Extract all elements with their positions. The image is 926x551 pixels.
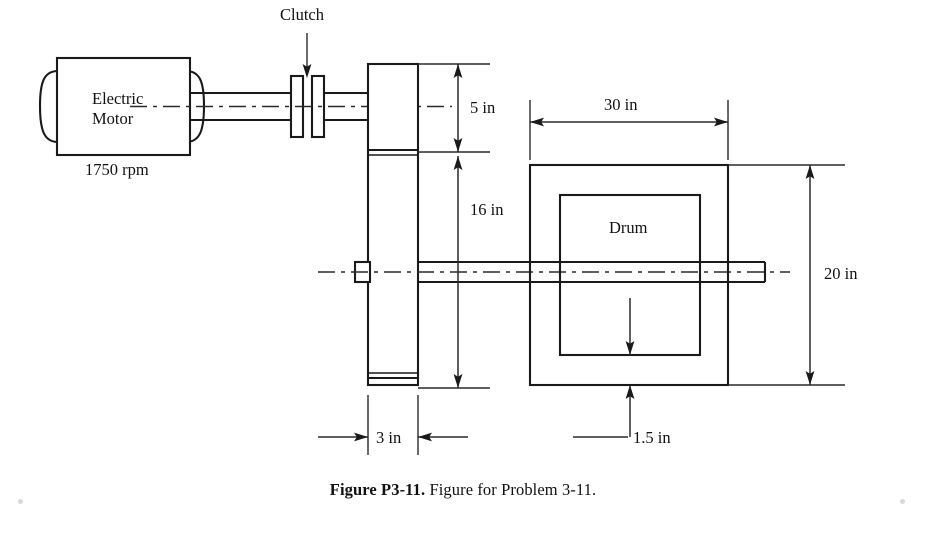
figure-caption: Figure P3-11. Figure for Problem 3-11.	[0, 480, 926, 500]
pulley-body	[366, 62, 420, 387]
drum-assembly: Drum	[528, 163, 730, 387]
figure-caption-label: Figure P3-11.	[329, 480, 426, 499]
drum-label: Drum	[609, 218, 648, 237]
dimension-1p5in: 1.5 in	[573, 298, 671, 447]
dimension-16in: 16 in	[418, 156, 503, 389]
arrow-1p5in-outer	[625, 385, 635, 399]
scan-speck	[900, 499, 905, 504]
arrow-20in-top	[805, 165, 815, 179]
clutch-leader-arrowhead	[302, 64, 312, 78]
dimension-30in: 30 in	[529, 95, 729, 160]
drum-shaft	[418, 260, 767, 284]
motor-label-line2: Motor	[92, 109, 134, 128]
pulley-assembly	[353, 62, 420, 387]
dimension-label-30in: 30 in	[604, 95, 637, 114]
clutch-label: Clutch	[280, 5, 325, 24]
clutch-assembly: Clutch	[280, 5, 326, 139]
arrow-5in-top	[453, 64, 463, 78]
arrow-1p5in-inner	[625, 341, 635, 355]
scan-speck	[18, 499, 23, 504]
motor-speed-label: 1750 rpm	[85, 160, 149, 179]
arrow-3in-left	[354, 432, 368, 442]
arrow-16in-bottom	[453, 374, 463, 388]
dimension-label-5in: 5 in	[470, 98, 495, 117]
motor-shaft	[190, 91, 370, 122]
arrow-5in-bottom	[453, 138, 463, 152]
dimension-label-3in: 3 in	[376, 428, 401, 447]
motor-left-endcap	[38, 69, 59, 144]
drum-outer-rect	[528, 163, 730, 387]
dimension-20in: 20 in	[728, 164, 857, 386]
arrow-20in-bottom	[805, 371, 815, 385]
dimension-5in: 5 in	[418, 63, 495, 153]
dimension-label-16in: 16 in	[470, 200, 503, 219]
arrow-30in-left	[530, 117, 544, 127]
dimension-3in: 3 in	[318, 395, 468, 455]
arrow-30in-right	[714, 117, 728, 127]
dimension-label-20in: 20 in	[824, 264, 857, 283]
figure-caption-text: Figure for Problem 3-11.	[429, 480, 597, 499]
arrow-3in-right	[418, 432, 432, 442]
electric-motor-assembly: Electric Motor 1750 rpm	[38, 56, 206, 179]
dimension-label-1p5in: 1.5 in	[633, 428, 671, 447]
arrow-16in-top	[453, 156, 463, 170]
motor-label-line1: Electric	[92, 89, 143, 108]
